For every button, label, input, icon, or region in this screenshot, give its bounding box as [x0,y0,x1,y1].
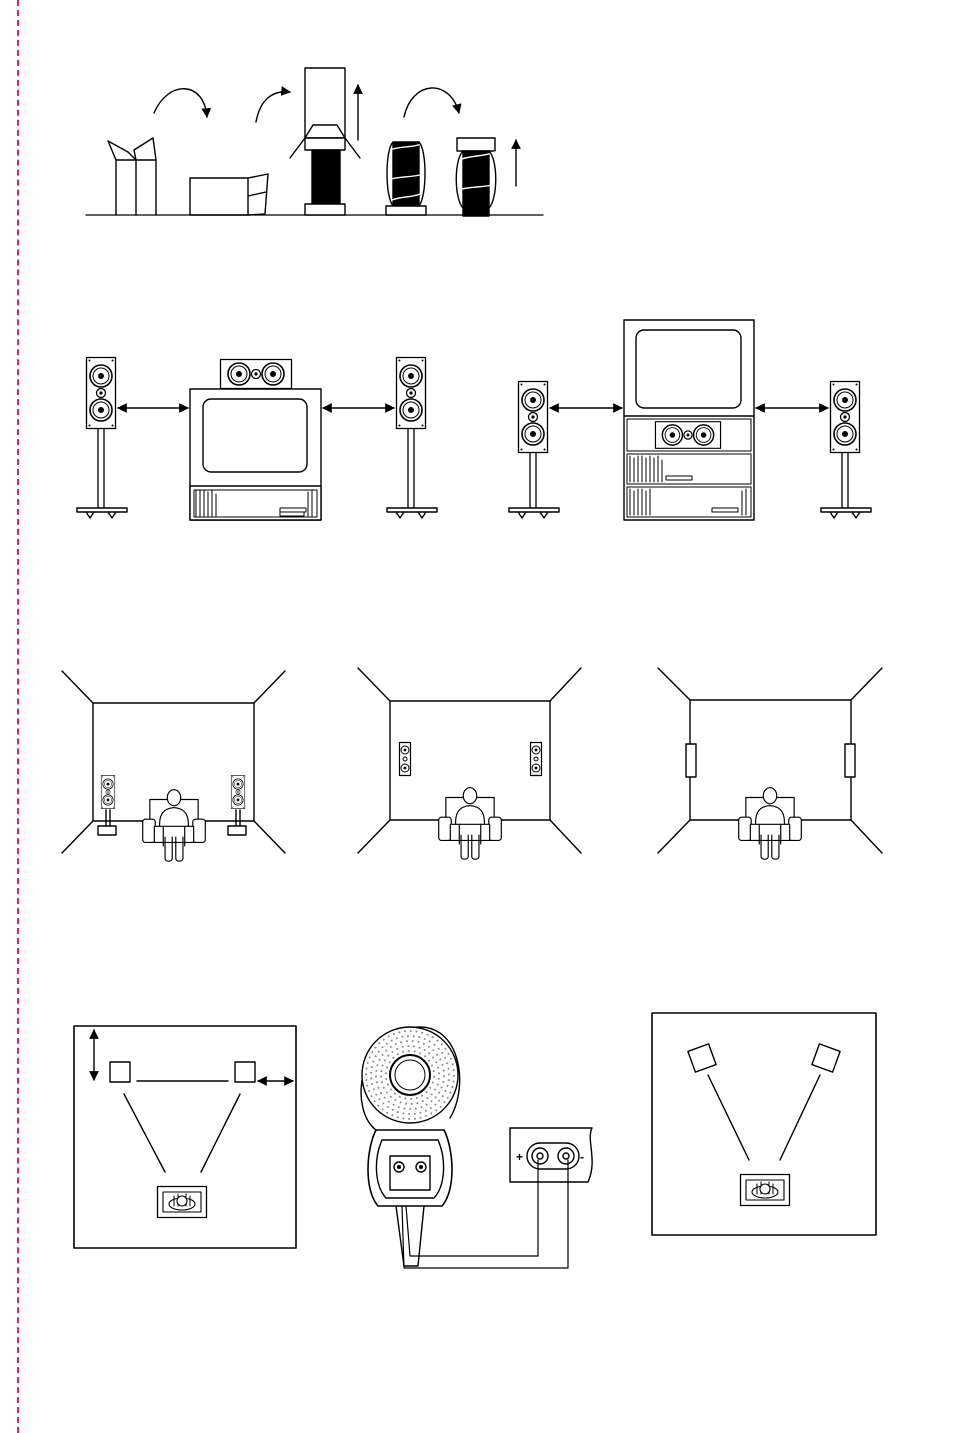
box-open-upright [108,138,156,215]
box-on-side [190,174,268,215]
speaker-in-bag [386,142,426,215]
top-view-toe-in [652,1013,876,1235]
top-view-spacing [74,1026,296,1248]
unpacking-sequence [86,68,543,216]
tv-placement-stands [77,358,437,521]
right-speaker-top [235,1062,255,1082]
terminal-wiring: + - [361,1027,592,1268]
room-in-wall [658,668,882,859]
box-lifted [290,68,360,215]
rotate-arrow-2 [256,92,290,122]
rotate-arrow-1 [154,89,207,117]
tv-placement-cabinet [509,320,871,520]
cabinet-tv-screen [636,330,741,408]
room-wall-mount [358,668,581,859]
minus-label: - [580,1150,584,1164]
rotate-arrow-3 [404,88,459,117]
plus-label: + [516,1150,523,1164]
room-floor-stands [62,671,285,861]
tv-screen [203,399,307,472]
left-speaker-top [110,1062,130,1082]
speaker-lifted-from-bag [456,138,496,216]
